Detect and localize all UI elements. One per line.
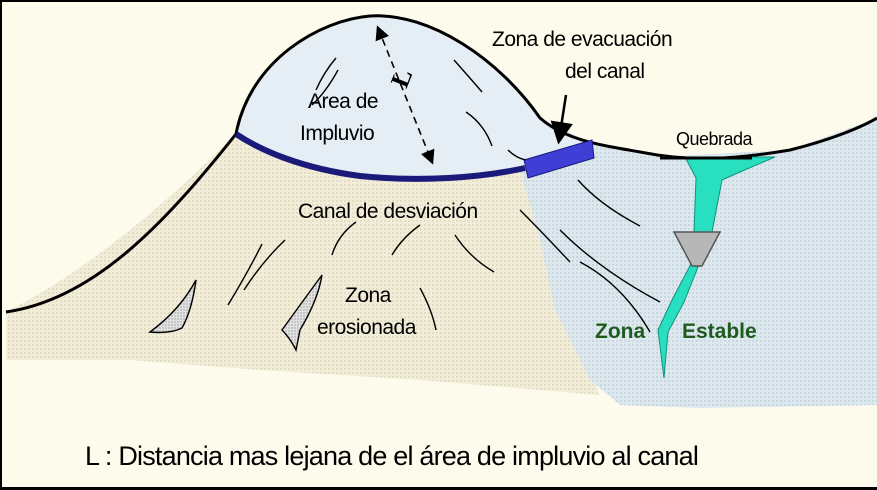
eroded-label-line2: erosionada	[317, 316, 417, 339]
erosion-lines	[227, 57, 661, 333]
eroded-label-line1: Zona	[345, 284, 392, 307]
impluvio-label-line2: Impluvio	[300, 122, 374, 145]
stable-label-word2: Estable	[682, 320, 757, 343]
impluvio-label-line1: Area de	[308, 90, 378, 113]
stable-label-word1: Zona	[595, 320, 645, 343]
evacuation-arrow	[550, 94, 573, 145]
quebrada-label: Quebrada	[676, 129, 754, 149]
eroded-gully-left	[148, 279, 197, 334]
check-dam	[672, 231, 722, 267]
distance-arrow	[375, 25, 435, 165]
terrain-outline	[5, 14, 877, 314]
caption: L : Distancia mas lejana de el área de i…	[85, 441, 698, 471]
evacuation-label-line1: Zona de evacuación	[492, 28, 672, 51]
evacuation-zone	[523, 139, 595, 179]
evacuation-label-line2: del canal	[565, 60, 645, 83]
diversion-channel-label: Canal de desviación	[298, 200, 478, 223]
quebrada-ravine	[684, 156, 776, 233]
quebrada-lower-ravine	[657, 261, 701, 379]
diversion-channel	[234, 131, 526, 182]
eroded-gully-center	[281, 274, 323, 353]
